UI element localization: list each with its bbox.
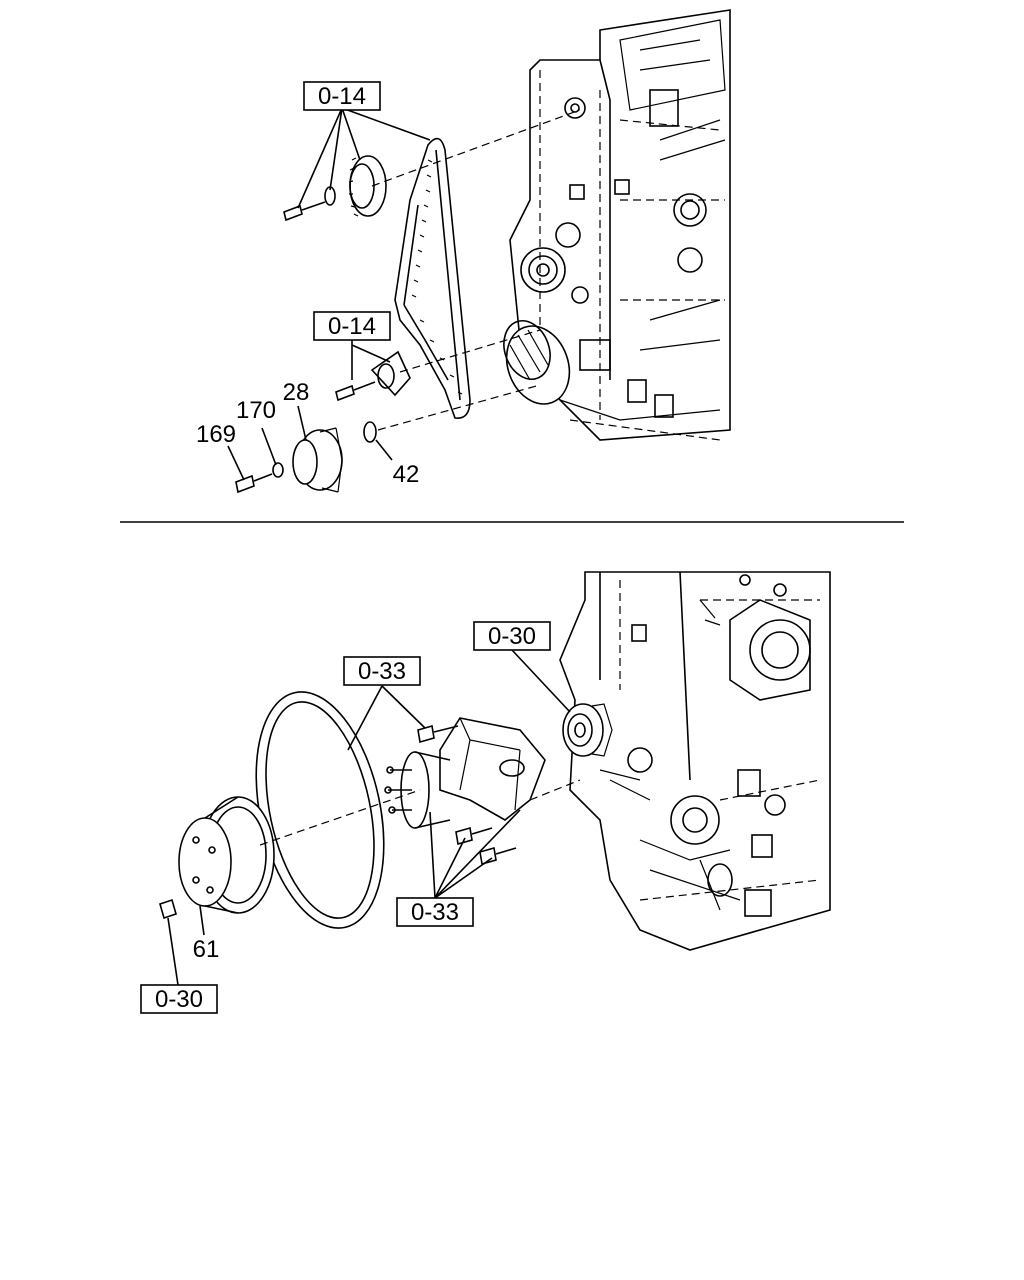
tensioner — [335, 329, 541, 402]
callout-0-30-pump-text: 0-30 — [488, 623, 536, 650]
part-42-label: 42 — [393, 461, 420, 488]
part-169-label: 169 — [196, 421, 236, 448]
oil-filter — [503, 320, 571, 405]
callout-0-33-lower: 0-33 — [396, 897, 474, 927]
crank-sprocket — [235, 384, 541, 494]
fan-bracket — [384, 717, 581, 866]
leader-lines-bottom — [167, 649, 571, 986]
timing-belt — [394, 137, 471, 419]
callout-0-14-lower: 0-14 — [313, 311, 391, 341]
pump-sprocket — [562, 703, 653, 801]
bottom-view: 0-30 0-33 0-33 0-30 61 — [140, 571, 831, 1014]
callout-0-33-upper-text: 0-33 — [358, 658, 406, 685]
cam-sprocket — [283, 109, 581, 222]
top-view: 0-14 0-14 169 170 28 42 — [196, 9, 731, 494]
pulley-61 — [159, 789, 421, 920]
part-61-label: 61 — [193, 936, 220, 963]
callout-0-14-upper: 0-14 — [303, 81, 381, 111]
part-28-label: 28 — [283, 379, 310, 406]
part-170-label: 170 — [236, 397, 276, 424]
callout-0-30-nut: 0-30 — [140, 984, 218, 1014]
engine-sprocket-top — [520, 222, 589, 304]
callout-0-30-nut-text: 0-30 — [155, 986, 203, 1013]
engine-block-top — [509, 9, 731, 441]
callout-0-14-upper-text: 0-14 — [318, 83, 366, 110]
engine-block-bottom — [559, 571, 831, 951]
callout-0-30-pump: 0-30 — [473, 621, 551, 651]
callout-0-33-lower-text: 0-33 — [411, 899, 459, 926]
callout-0-14-lower-text: 0-14 — [328, 313, 376, 340]
leader-lines-top — [227, 107, 431, 481]
callout-0-33-upper: 0-33 — [343, 656, 421, 686]
